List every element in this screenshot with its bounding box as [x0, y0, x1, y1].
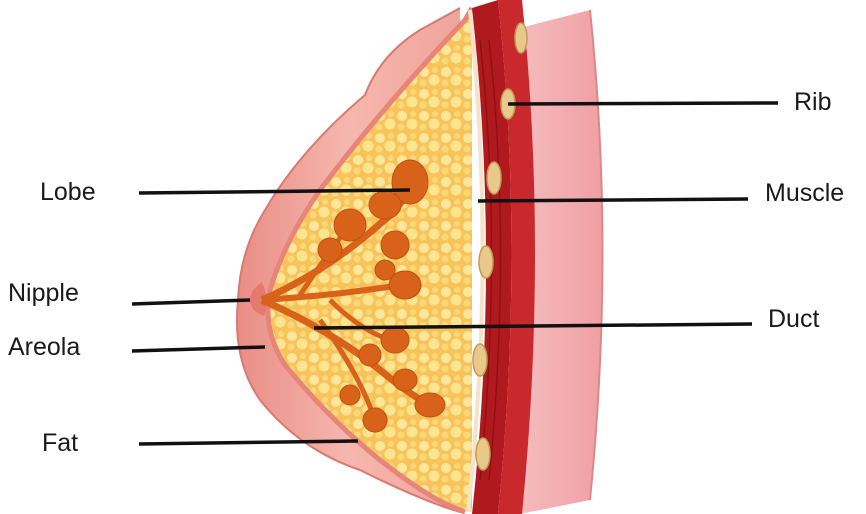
- fat-label: Fat: [42, 431, 78, 456]
- muscle-label: Muscle: [765, 181, 844, 206]
- nipple-leader: [132, 300, 250, 304]
- rib-leader: [508, 103, 778, 104]
- muscle-leader: [478, 199, 748, 201]
- areola-label: Areola: [8, 335, 80, 360]
- duct-label: Duct: [768, 307, 819, 332]
- rib-label: Rib: [794, 90, 832, 115]
- nipple-label: Nipple: [8, 281, 79, 306]
- lobe-label: Lobe: [40, 180, 96, 205]
